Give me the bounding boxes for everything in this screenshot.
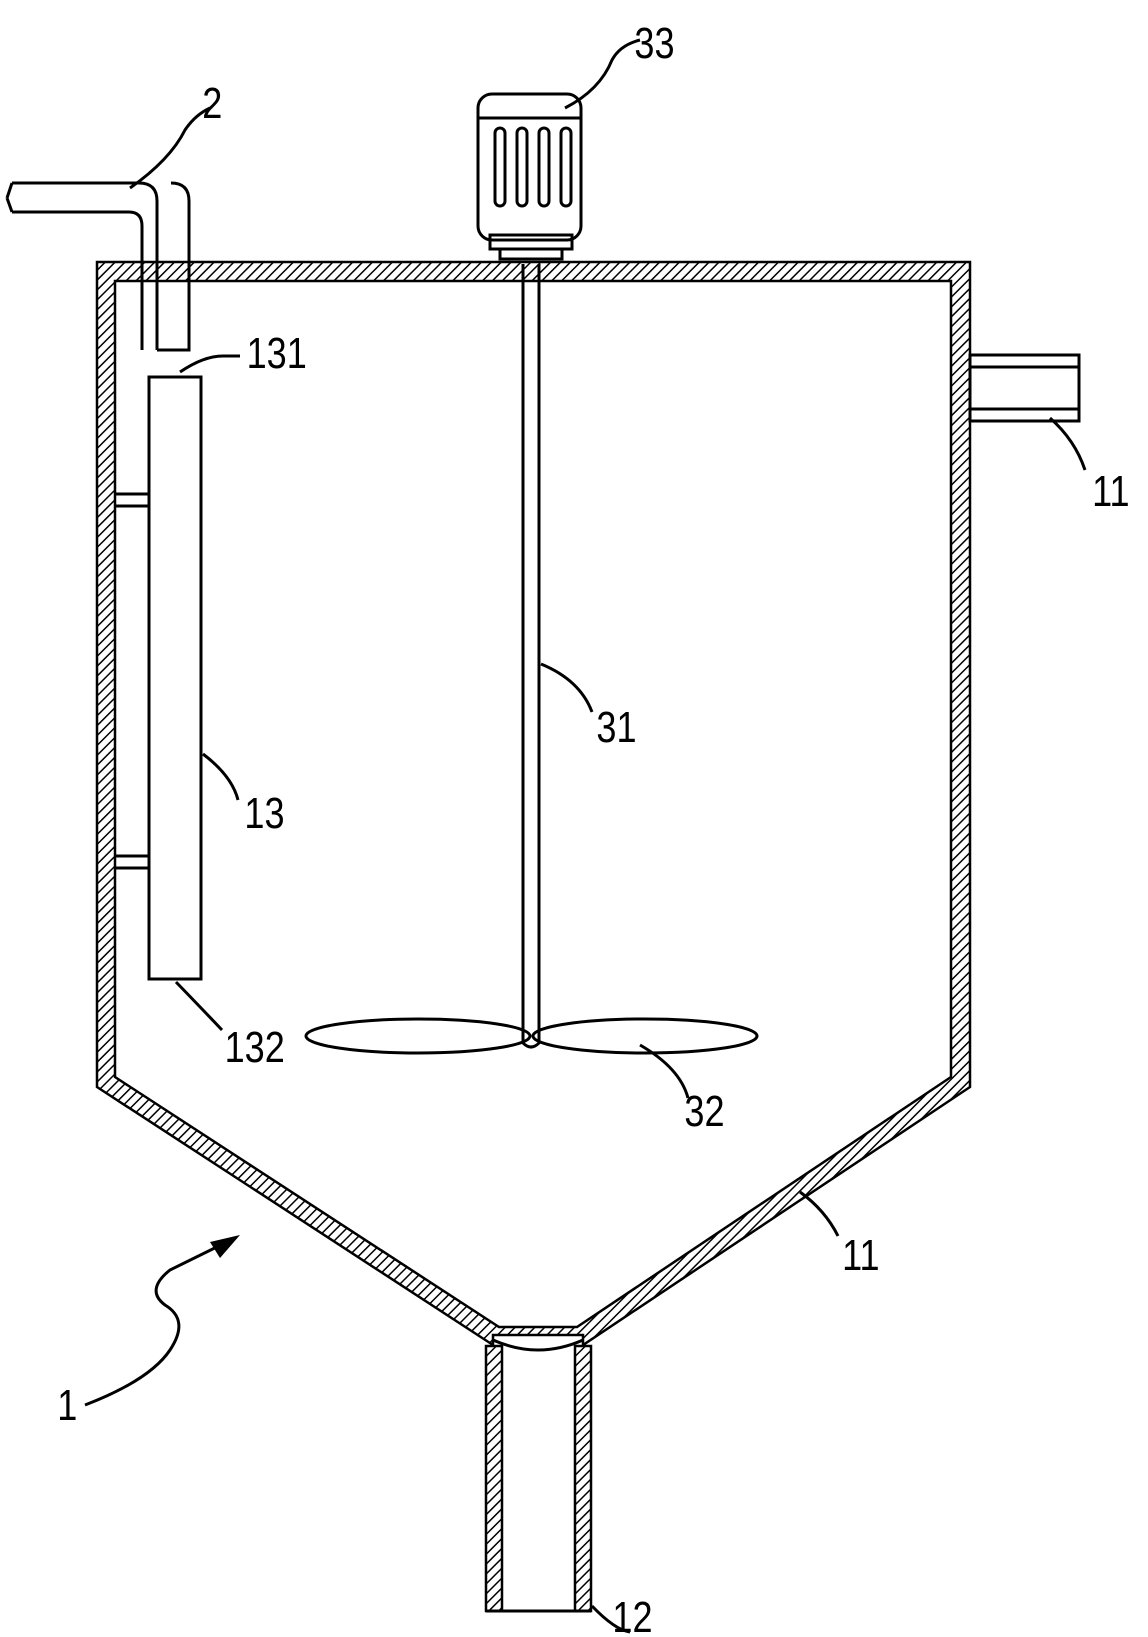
label-tube-bottom: 132 [225, 1023, 285, 1072]
label-shell-bottom: 11 [842, 1231, 879, 1280]
label-side-nozzle: 11 [1092, 467, 1129, 516]
impeller [304, 1017, 759, 1055]
label-outlet: 12 [612, 1593, 652, 1637]
motor [476, 92, 583, 261]
label-shaft: 31 [596, 703, 636, 752]
leader-lines [129, 38, 1087, 1634]
label-motor: 33 [634, 19, 674, 68]
tank-shell [95, 260, 972, 1352]
label-impeller: 32 [684, 1087, 724, 1136]
inner-tube [115, 375, 203, 981]
reference-numerals: 2 33 131 11 31 13 132 32 11 1 12 [57, 19, 1129, 1637]
reference-arrow [84, 1235, 240, 1407]
side-nozzle [968, 353, 1081, 423]
label-tank: 1 [57, 1381, 77, 1430]
shaft [521, 264, 541, 1049]
label-inner-tube: 13 [244, 789, 284, 838]
label-feed-pipe: 2 [202, 79, 222, 128]
label-tube-top: 131 [247, 329, 307, 378]
outlet-pipe [484, 1344, 593, 1613]
